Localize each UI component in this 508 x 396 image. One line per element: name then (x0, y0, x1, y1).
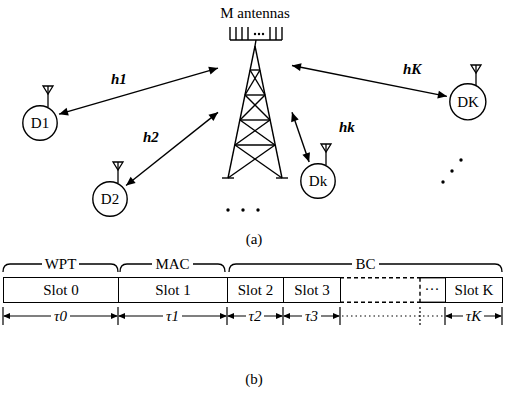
base-station: M antennas (218, 44, 292, 178)
slot-name: Slot 3 (294, 281, 329, 299)
device-circle: D1 (22, 105, 58, 141)
ellipsis-dots (226, 158, 462, 211)
duration-label: τ0 (51, 307, 70, 325)
array-dots (254, 33, 264, 35)
elided-slots (340, 278, 446, 303)
channel-arrow (291, 112, 310, 162)
arrowhead (292, 63, 302, 71)
antenna-array (230, 27, 282, 46)
channel-arrow (126, 112, 218, 185)
duration-label: τK (463, 307, 484, 325)
device-antenna (43, 65, 481, 183)
arrowhead (208, 112, 218, 121)
slot-box: Slot 3 (283, 277, 341, 303)
panel-label: (b) (245, 370, 263, 388)
slot-name: Slot K (455, 281, 494, 299)
slot-name: Slot 0 (43, 281, 78, 299)
channel-line (126, 112, 218, 185)
channel-line (59, 68, 218, 114)
arrowhead (291, 112, 299, 122)
circle-outline (93, 182, 127, 216)
panel-label: (a) (246, 230, 263, 248)
ellipsis-label: ··· (425, 280, 440, 298)
slot-box: Slot 0 (3, 277, 119, 303)
circle-outline (301, 164, 335, 198)
arrowhead (437, 91, 447, 99)
duration-label: τ2 (246, 307, 265, 325)
slot-box: Slot 1 (118, 277, 228, 303)
device-circle: Dk (300, 163, 336, 199)
channel-label: hK (400, 60, 424, 78)
phase-label: BC (352, 255, 378, 273)
device-circle: D2 (92, 181, 128, 217)
arrowhead (208, 67, 218, 75)
slot-box: Slot K (445, 277, 503, 303)
duration-line (3, 307, 502, 325)
tower-symbol (222, 46, 288, 178)
device-name: Dk (309, 172, 327, 190)
channel-line (292, 112, 309, 162)
device-name: DK (457, 93, 479, 111)
arrowhead (126, 177, 136, 186)
channel-label: h2 (140, 128, 162, 146)
antenna-count-heading: M antennas (220, 4, 290, 22)
duration-label: τ3 (302, 307, 321, 325)
device-name: D2 (101, 190, 119, 208)
slot-name: Slot 1 (155, 281, 190, 299)
device-circle: DK (449, 83, 487, 121)
channel-arrow (59, 67, 218, 116)
channel-label: h1 (108, 70, 130, 88)
slot-box: Slot 2 (227, 277, 284, 303)
device-name: D1 (31, 114, 49, 132)
arrowhead (302, 152, 310, 162)
channel-label: hk (336, 118, 358, 136)
circle-outline (23, 106, 57, 140)
phase-label: WPT (42, 255, 80, 273)
phase-label: MAC (152, 255, 192, 273)
slot-name: Slot 2 (238, 281, 273, 299)
arrowhead (59, 108, 69, 116)
duration-label: τ1 (163, 307, 182, 325)
circle-outline (450, 84, 486, 120)
